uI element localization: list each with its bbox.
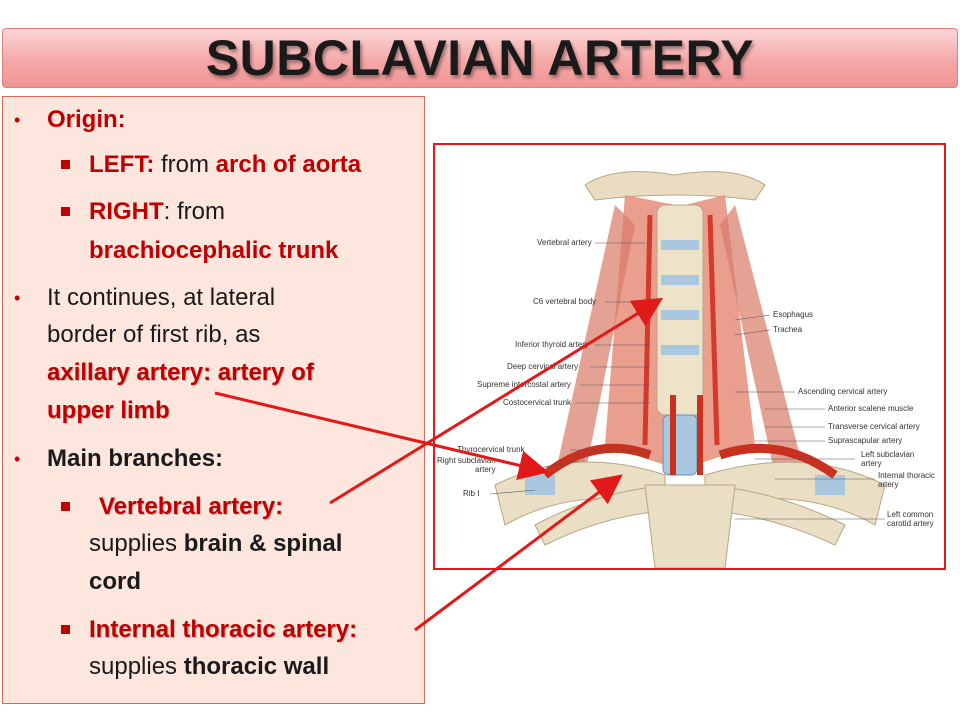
vertebral-target-1: brain & spinal: [183, 530, 343, 557]
continuation-line-2: border of first rib, as: [47, 321, 261, 348]
origin-left-source: arch of aorta: [215, 151, 362, 178]
origin-left-line: LEFT: from arch of aorta: [89, 150, 361, 180]
label-transverse-cervical-artery: Transverse cervical artery: [828, 422, 920, 431]
label-right-subclavian-artery-1: Right subclavian: [437, 456, 496, 465]
arrow-internal-thoracic: [414, 474, 623, 632]
vertebral-label: Vertebral artery:: [99, 493, 284, 520]
bullet-dot: •: [14, 110, 21, 130]
branches-heading: Main branches:: [47, 445, 224, 472]
label-left-common-carotid-artery-1: Left common: [887, 510, 933, 519]
bullet-dot: •: [14, 288, 21, 308]
origin-left-label: LEFT:: [89, 151, 155, 178]
square-bullet: [61, 625, 70, 634]
arrow-axillary: [214, 391, 549, 481]
label-internal-thoracic-artery-1: Internal thoracic: [878, 471, 935, 480]
continuation-highlight-1: axillary artery: artery of: [47, 359, 314, 386]
anatomy-figure-frame: Vertebral artery C6 vertebral body Infer…: [433, 143, 946, 570]
label-deep-cervical-artery: Deep cervical artery: [507, 362, 578, 371]
label-c6-vertebral-body: C6 vertebral body: [533, 297, 596, 306]
bullet-dot: •: [14, 449, 21, 469]
label-rib-i: Rib I: [463, 489, 479, 498]
label-internal-thoracic-artery-2: artery: [878, 480, 898, 489]
vertebral-target-2: cord: [89, 568, 142, 595]
square-bullet: [61, 207, 70, 216]
thoracic-target: thoracic wall: [183, 653, 330, 680]
origin-heading: Origin:: [47, 106, 126, 133]
origin-left-from: from: [161, 151, 209, 178]
label-thyrocervical-trunk: Thyrocervical trunk: [457, 445, 526, 454]
label-vertebral-artery: Vertebral artery: [537, 238, 592, 247]
continuation-highlight-2: upper limb: [47, 397, 170, 424]
origin-right-label: RIGHT: [89, 198, 164, 225]
slide-title: SUBCLAVIAN ARTERY: [205, 30, 755, 86]
thoracic-supply-line: supplies thoracic wall: [89, 652, 329, 682]
label-inferior-thyroid-artery: Inferior thyroid artery: [515, 340, 589, 349]
label-ascending-cervical-artery: Ascending cervical artery: [798, 387, 887, 396]
thoracic-label: Internal thoracic artery:: [89, 616, 358, 643]
anatomy-illustration: Vertebral artery C6 vertebral body Infer…: [437, 171, 935, 568]
label-suprascapular-artery: Suprascapular artery: [828, 436, 902, 445]
text-panel: • Origin: LEFT: from arch of aorta RIGHT…: [2, 96, 425, 704]
vertebral-supply-line: supplies brain & spinal: [89, 529, 342, 559]
label-left-subclavian-artery-1: Left subclavian: [861, 450, 914, 459]
origin-right-source: brachiocephalic trunk: [89, 237, 339, 264]
label-trachea: Trachea: [773, 325, 803, 334]
origin-right-from: : from: [163, 198, 226, 225]
thoracic-supplies: supplies: [89, 653, 178, 680]
label-esophagus: Esophagus: [773, 310, 813, 319]
title-banner: [2, 28, 958, 88]
label-left-subclavian-artery-2: artery: [861, 459, 881, 468]
continuation-line-1: It continues, at lateral: [47, 284, 276, 311]
label-costocervical-trunk: Costocervical trunk: [503, 398, 572, 407]
vertebral-supplies: supplies: [89, 530, 178, 557]
label-anterior-scalene-muscle: Anterior scalene muscle: [828, 404, 914, 413]
square-bullet: [61, 160, 70, 169]
arrow-vertebral: [329, 297, 664, 505]
square-bullet: [61, 502, 70, 511]
label-right-subclavian-artery-2: artery: [475, 465, 495, 474]
origin-right-line: RIGHT: from: [89, 197, 225, 227]
label-left-common-carotid-artery-2: carotid artery: [887, 519, 934, 528]
